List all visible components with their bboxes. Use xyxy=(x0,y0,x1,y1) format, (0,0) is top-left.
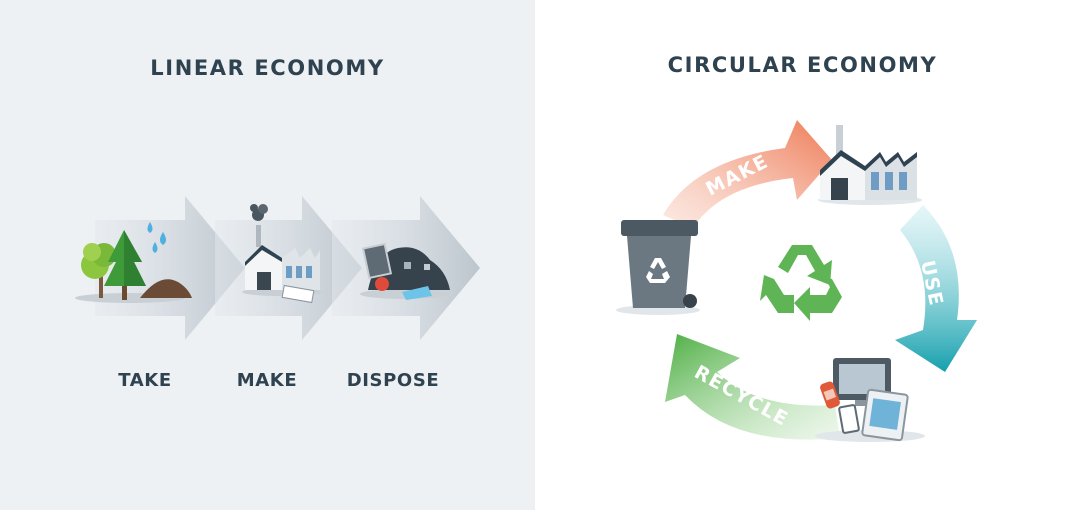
linear-economy-title: LINEAR ECONOMY xyxy=(150,56,385,80)
linear-economy-panel: LINEAR ECONOMY xyxy=(0,0,535,510)
take-arrow xyxy=(95,196,245,340)
trash-bin-icon xyxy=(616,220,700,315)
make-label: MAKE xyxy=(236,370,298,391)
take-label: TAKE xyxy=(118,370,172,391)
linear-flow-illustration xyxy=(75,196,480,340)
factory-icon xyxy=(242,204,322,304)
electronics-icon xyxy=(815,358,925,442)
use-cycle-arrow: USE xyxy=(895,205,977,372)
trash-pile-icon xyxy=(360,242,450,300)
trees-icon xyxy=(75,230,185,303)
recycle-cycle-arrow: RECYCLE xyxy=(665,334,840,440)
water-drops-icon xyxy=(147,222,166,253)
soil-pile-icon xyxy=(140,279,192,298)
bin-recycle-icon xyxy=(646,258,670,283)
factory-icon xyxy=(818,125,922,205)
circular-economy-panel: CIRCULAR ECONOMY MAKE xyxy=(535,0,1070,510)
recycle-symbol-icon xyxy=(760,245,842,321)
circular-flow-illustration: MAKE USE RECYCLE xyxy=(616,120,977,442)
circular-economy-title: CIRCULAR ECONOMY xyxy=(667,53,938,77)
dispose-label: DISPOSE xyxy=(346,370,440,391)
make-cycle-arrow: MAKE xyxy=(663,120,832,228)
